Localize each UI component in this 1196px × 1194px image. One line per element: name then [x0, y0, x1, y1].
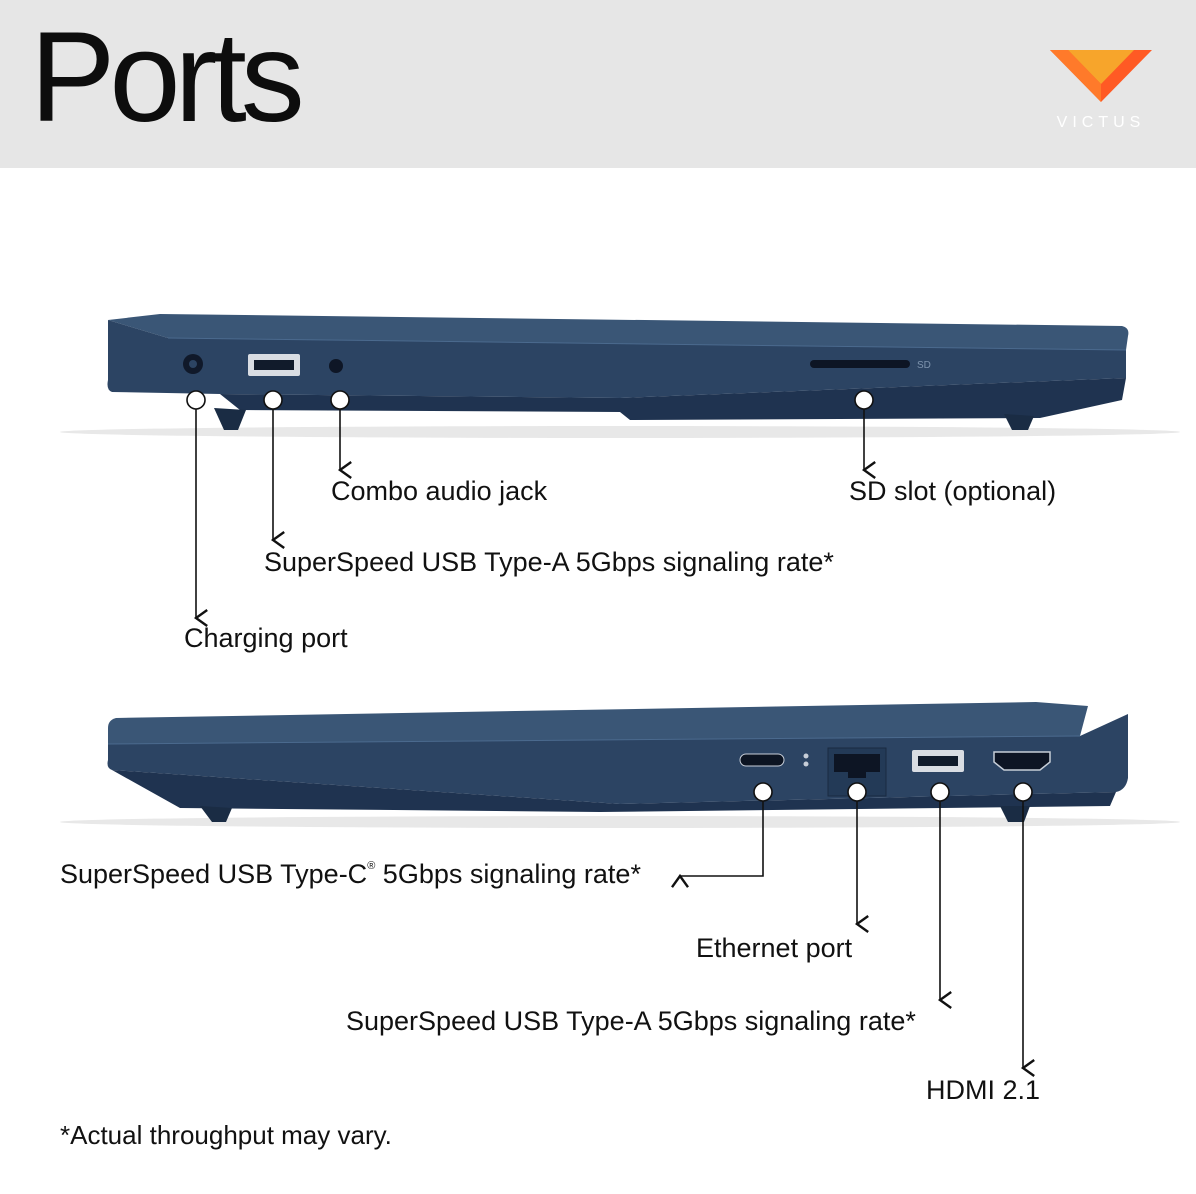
ethernet-dot	[847, 782, 867, 802]
label-ethernet-port: Ethernet port	[696, 933, 853, 963]
usb-a-right-dot	[930, 782, 950, 802]
label-usb-c: SuperSpeed USB Type-C® 5Gbps signaling r…	[60, 861, 641, 888]
left-callout-lines	[186, 390, 876, 627]
header-banner	[0, 0, 1196, 168]
brand-name: VICTUS	[1056, 114, 1146, 131]
hdmi-dot	[1013, 782, 1033, 802]
label-charging-port: Charging port	[184, 623, 348, 653]
sd-mark: SD	[917, 360, 931, 371]
registered-mark: ®	[367, 860, 376, 872]
laptop-right-side	[60, 702, 1180, 828]
audio-jack-dot	[330, 390, 350, 410]
label-usb-a-right: SuperSpeed USB Type-A 5Gbps signaling ra…	[346, 1006, 916, 1036]
page-title: Ports	[30, 6, 305, 149]
right-callout-lines	[671, 782, 1035, 1077]
label-usb-a-left: SuperSpeed USB Type-A 5Gbps signaling ra…	[264, 547, 834, 577]
victus-logo-icon	[1050, 50, 1152, 102]
label-sd-slot: SD slot (optional)	[849, 476, 1057, 506]
usb-a-left-dot	[263, 390, 283, 410]
sd-slot-dot	[854, 390, 874, 410]
laptop-left-side: SD	[60, 314, 1180, 438]
usb-c-dot	[753, 782, 773, 802]
label-combo-audio-jack: Combo audio jack	[331, 476, 548, 506]
footnote: *Actual throughput may vary.	[60, 1120, 392, 1150]
label-usb-c-tail: 5Gbps signaling rate*	[375, 859, 641, 889]
charging-port-dot	[186, 390, 206, 410]
label-usb-c-main: SuperSpeed USB Type-C	[60, 859, 368, 889]
label-hdmi: HDMI 2.1	[926, 1075, 1041, 1105]
